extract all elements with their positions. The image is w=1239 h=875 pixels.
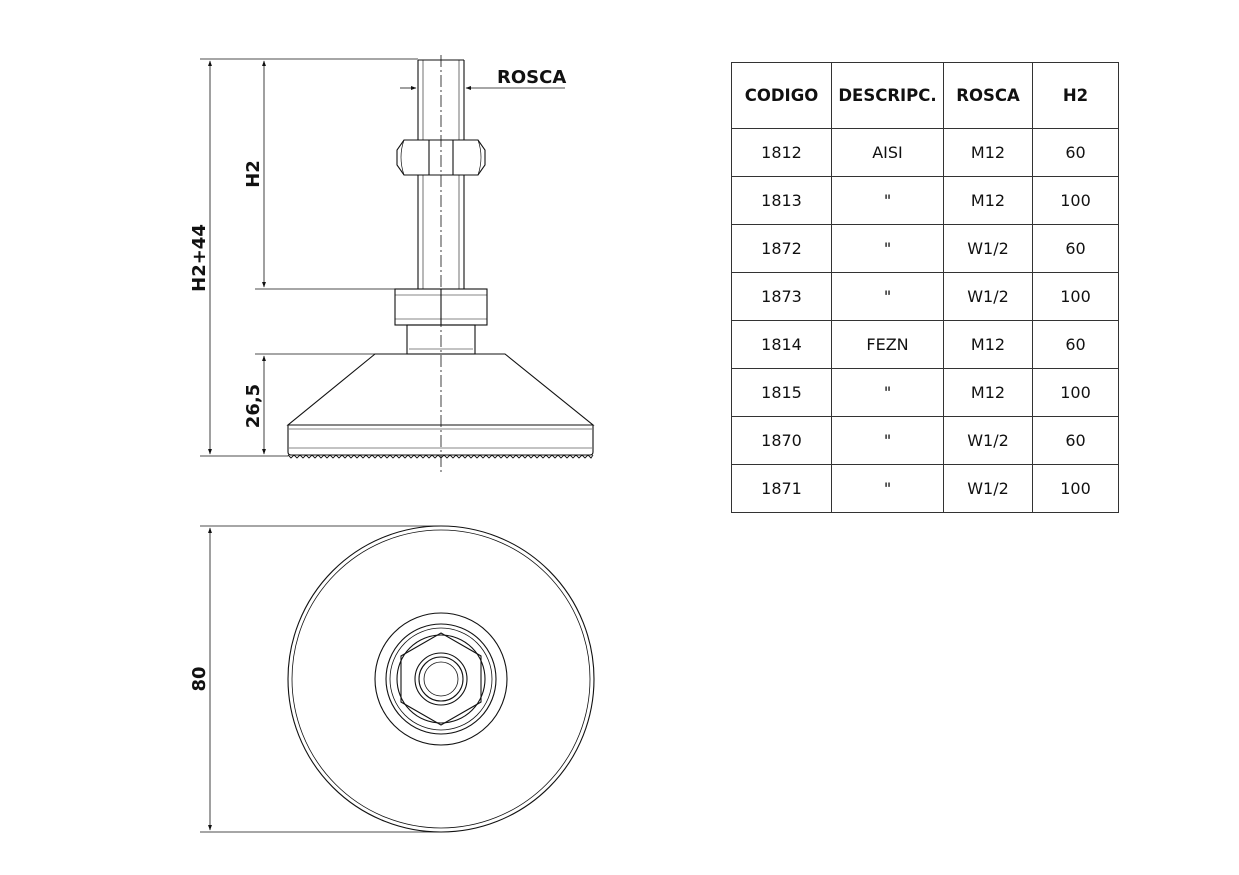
side-view	[200, 55, 595, 472]
dim-label-base: 26,5	[243, 384, 264, 428]
table-row: 1813 " M12 100	[731, 176, 1119, 225]
cell-descripc: "	[831, 416, 944, 465]
cell-descripc: "	[831, 224, 944, 273]
upper-hex-nut	[396, 139, 486, 176]
cell-rosca: M12	[943, 176, 1033, 225]
cell-h2: 60	[1032, 128, 1119, 177]
cell-codigo: 1814	[731, 320, 832, 369]
cell-codigo: 1812	[731, 128, 832, 177]
cell-h2: 100	[1032, 176, 1119, 225]
cell-codigo: 1873	[731, 272, 832, 321]
cell-rosca: M12	[943, 368, 1033, 417]
cell-descripc: AISI	[831, 128, 944, 177]
header-codigo: CODIGO	[731, 62, 832, 129]
cell-h2: 60	[1032, 320, 1119, 369]
table-row: 1815 " M12 100	[731, 368, 1119, 417]
spec-table: CODIGO DESCRIPC. ROSCA H2 1812 AISI M12 …	[731, 62, 1119, 513]
threaded-stud	[417, 59, 465, 289]
base-outer-circle	[287, 525, 595, 833]
cell-h2: 60	[1032, 416, 1119, 465]
table-row: 1872 " W1/2 60	[731, 224, 1119, 273]
cell-codigo: 1871	[731, 464, 832, 513]
cell-codigo: 1872	[731, 224, 832, 273]
cell-codigo: 1813	[731, 176, 832, 225]
cell-descripc: "	[831, 368, 944, 417]
cell-rosca: W1/2	[943, 272, 1033, 321]
cell-rosca: M12	[943, 128, 1033, 177]
header-descripc: DESCRIPC.	[831, 62, 944, 129]
dim-label-h2: H2	[243, 160, 264, 188]
cell-h2: 100	[1032, 368, 1119, 417]
cell-descripc: FEZN	[831, 320, 944, 369]
table-header-row: CODIGO DESCRIPC. ROSCA H2	[731, 62, 1119, 129]
dim-label-total: H2+44	[189, 224, 210, 292]
table-row: 1871 " W1/2 100	[731, 464, 1119, 513]
cell-h2: 100	[1032, 272, 1119, 321]
cell-rosca: W1/2	[943, 224, 1033, 273]
cell-descripc: "	[831, 464, 944, 513]
cell-codigo: 1870	[731, 416, 832, 465]
table-row: 1870 " W1/2 60	[731, 416, 1119, 465]
header-h2: H2	[1032, 62, 1119, 129]
cell-codigo: 1815	[731, 368, 832, 417]
header-rosca: ROSCA	[943, 62, 1033, 129]
table-row: 1814 FEZN M12 60	[731, 320, 1119, 369]
table-row: 1873 " W1/2 100	[731, 272, 1119, 321]
cell-descripc: "	[831, 272, 944, 321]
conical-base	[286, 353, 595, 459]
cell-rosca: W1/2	[943, 464, 1033, 513]
cell-descripc: "	[831, 176, 944, 225]
cell-h2: 100	[1032, 464, 1119, 513]
dim-label-diameter: 80	[189, 666, 210, 691]
cell-rosca: M12	[943, 320, 1033, 369]
cell-rosca: W1/2	[943, 416, 1033, 465]
cell-h2: 60	[1032, 224, 1119, 273]
table-row: 1812 AISI M12 60	[731, 128, 1119, 177]
thread-label: ROSCA	[497, 67, 566, 88]
hex-nut-top	[400, 632, 482, 726]
top-view	[200, 525, 595, 833]
